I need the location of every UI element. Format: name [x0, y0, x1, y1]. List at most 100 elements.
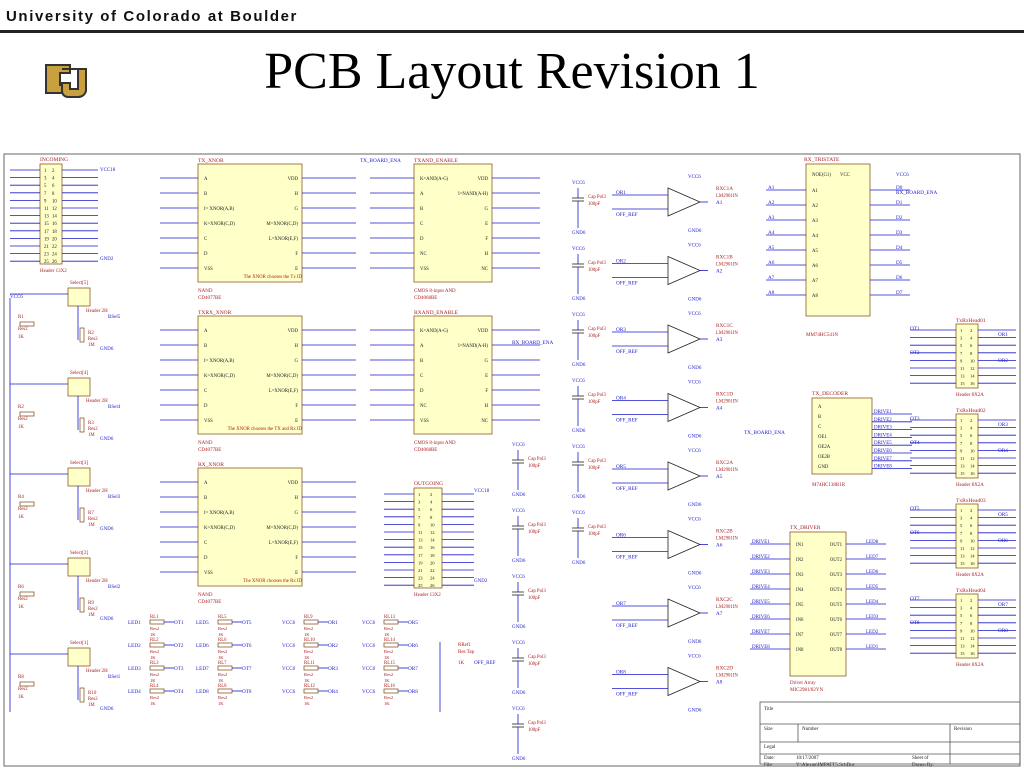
- txrx-pin-right: 8: [970, 621, 973, 626]
- cap-type: Cap Pol3: [528, 523, 546, 528]
- incoming-pin-left: 21: [44, 245, 49, 250]
- xnor-pin-left: C: [204, 389, 207, 394]
- led-out: OR7: [408, 666, 418, 672]
- resistor-r2: [79, 507, 85, 523]
- tristate-input: A2: [768, 200, 775, 206]
- led-net: LED7: [196, 666, 209, 672]
- decoder-output: DRIVE4: [874, 433, 892, 438]
- txrx-header-title: TxRxHead03: [956, 498, 986, 504]
- xnor-pin-left: C: [204, 541, 207, 546]
- cap-type: Cap Pol3: [588, 195, 606, 200]
- led-resistor-value: 1K: [384, 655, 390, 660]
- led-resistor-ref: RL16: [384, 684, 396, 689]
- incoming-pin-left: 1: [44, 169, 47, 174]
- cap-value: 100pF: [588, 334, 601, 339]
- led-resistor: [149, 688, 165, 694]
- txrx-pin-right: 4: [970, 336, 973, 341]
- txrx-header-title: TxRxHead01: [956, 318, 986, 324]
- banner-underline: [0, 30, 1024, 33]
- rref-value: 1K: [458, 661, 465, 666]
- cu-logo-icon: [40, 55, 92, 101]
- led-resistor-type: Res2: [150, 672, 160, 677]
- led-resistor: [217, 665, 233, 671]
- resistor-ref: R3: [88, 421, 94, 426]
- led-net: LED1: [128, 620, 141, 626]
- led-net: VCC6: [362, 666, 376, 672]
- tristate-input: A8: [768, 290, 775, 296]
- tristate-pin-a: A6: [812, 264, 818, 269]
- cap-type: Cap Pol3: [528, 721, 546, 726]
- select-label: Select[2]: [70, 551, 88, 556]
- comparator-part: LM2901IN: [716, 263, 738, 268]
- txrx-pin-right: 4: [970, 516, 973, 521]
- outgoing-pin-left: 3: [418, 500, 421, 505]
- outgoing-pin-right: 16: [430, 545, 435, 550]
- comparator-offref: OFF_REF: [616, 692, 638, 698]
- resistor-r1: [19, 591, 35, 597]
- led-resistor-type: Res2: [304, 626, 314, 631]
- led-out: OT5: [242, 620, 252, 626]
- driver-led: LED2: [866, 630, 879, 635]
- outgoing-pin-left: 25: [418, 583, 423, 588]
- cap-value: 100pF: [528, 662, 541, 667]
- comparator-output: A6: [716, 543, 723, 549]
- resistor-value: 1K: [18, 425, 24, 430]
- outgoing-pin-left: 23: [418, 576, 423, 581]
- xnor-ref: CD4077BE: [198, 296, 221, 301]
- cap-vcc: VCC6: [512, 443, 525, 448]
- xnor-pin-left: I= XNOR(A,B): [204, 207, 235, 212]
- decoder-pin-left: OE2B: [818, 455, 830, 460]
- txrx-signal: OR6: [998, 538, 1008, 544]
- led-resistor-type: Res2: [150, 695, 160, 700]
- tristate-input: A6: [768, 260, 775, 266]
- and-pin-right: VDD: [478, 177, 489, 182]
- led-resistor-value: 1K: [218, 701, 224, 706]
- comparator-part: LM2901IN: [716, 331, 738, 336]
- select-label: Select[3]: [70, 461, 88, 466]
- decoder-pin-left: C: [818, 425, 821, 430]
- txrx-pin-left: 5: [960, 433, 963, 438]
- incoming-pin-right: 20: [52, 237, 57, 242]
- outgoing-pin-right: 14: [430, 538, 435, 543]
- resistor-r1: [19, 411, 35, 417]
- xnor-title: RX_XNOR: [198, 462, 224, 468]
- driver-pin-in: IN3: [796, 573, 804, 578]
- led-net: VCC6: [282, 666, 296, 672]
- tristate-pin-a: A7: [812, 279, 818, 284]
- txrx-pin-left: 9: [960, 628, 963, 633]
- led-resistor: [149, 619, 165, 625]
- and-title: RXAND_ENABLE: [414, 310, 459, 316]
- txrx-signal: OT3: [910, 416, 920, 422]
- txrx-pin-right: 6: [970, 523, 973, 528]
- and-pin-right: F: [485, 389, 488, 394]
- decoder-title: TX_DECODER: [812, 391, 848, 397]
- cap-vcc: VCC6: [572, 181, 585, 186]
- led-net: LED3: [128, 666, 141, 672]
- xnor-pin-right: M=XNOR(C,D): [266, 526, 298, 531]
- resistor-value: 1K: [18, 335, 24, 340]
- led-resistor-type: Res2: [218, 695, 228, 700]
- incoming-vcc: VCC18: [100, 168, 116, 173]
- tristate-oe1: NOE(G1): [812, 173, 831, 178]
- select-header-body: [67, 377, 91, 397]
- txrx-pin-left: 13: [960, 554, 965, 559]
- led-resistor-type: Res2: [150, 649, 160, 654]
- outgoing-pin-right: 4: [430, 500, 433, 505]
- xnor-part: NAND: [198, 289, 213, 294]
- comparator-input: OR2: [616, 259, 626, 265]
- led-net: VCC6: [362, 689, 376, 695]
- driver-ref: MIC2981/82YN: [790, 688, 823, 693]
- resistor-r2: [79, 327, 85, 343]
- driver-pin-out: OUT5: [830, 603, 843, 608]
- tristate-pin-a: A2: [812, 204, 818, 209]
- txrx-header-body: [955, 323, 979, 389]
- decoder-output: DRIVE1: [874, 410, 892, 415]
- comparator-gnd: GND6: [688, 298, 702, 303]
- led-out: OT3: [174, 666, 184, 672]
- txrx-pin-left: 15: [960, 471, 965, 476]
- select-header-ref: Header 2H: [86, 579, 108, 584]
- incoming-pin-right: 22: [52, 245, 57, 250]
- txrx-pin-left: 1: [960, 508, 963, 513]
- outgoing-pin-right: 10: [430, 522, 435, 527]
